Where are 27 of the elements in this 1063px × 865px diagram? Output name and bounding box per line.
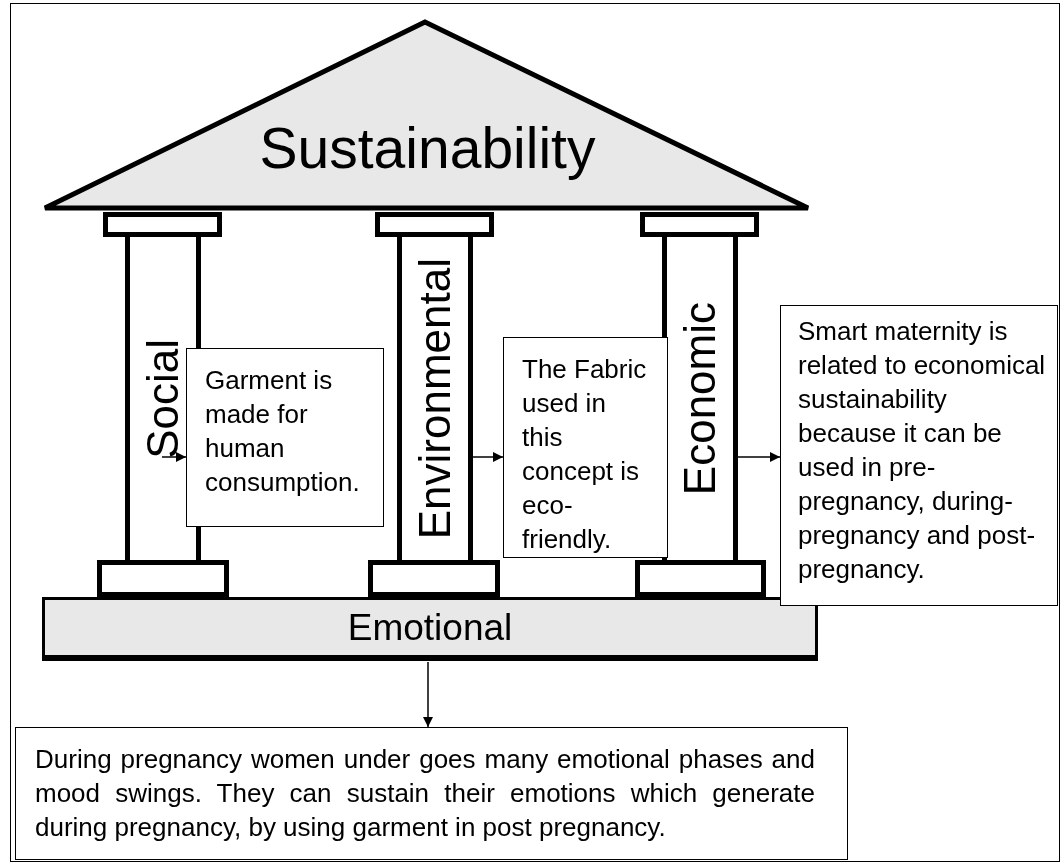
arrow <box>472 452 504 462</box>
arrow <box>423 661 433 728</box>
pillar-capital <box>103 212 222 237</box>
pillar-column <box>125 237 201 560</box>
pillar-label: Environmental <box>413 257 457 540</box>
pillar-base <box>97 560 229 597</box>
pillar-label: Social <box>141 338 185 459</box>
arrow <box>737 452 781 462</box>
text-box <box>503 337 668 558</box>
pillar-column <box>397 237 473 560</box>
pillar-column <box>662 237 738 560</box>
description-text: Smart maternity is related to economical sustainability because it can be used in pre-pregnancy, during-pregnancy and post-pregnancy. <box>798 315 1047 586</box>
description-text: Garment is made for human consumption. <box>205 364 361 499</box>
text-box <box>15 727 848 860</box>
text-box <box>186 348 384 527</box>
pillar-base <box>368 560 500 597</box>
plinth-label: Emotional <box>347 605 513 650</box>
text-box <box>780 305 1058 606</box>
pillar-capital <box>640 212 759 237</box>
description-text: The Fabric used in this concept is eco-friendly. <box>522 353 648 556</box>
description-text: During pregnancy women under goes many emotional phases and mood swings. They can sustain their emotions which generate during pregnancy, by using garment in post pregnancy. <box>35 743 815 844</box>
plinth-base <box>42 597 818 661</box>
roof-title: Sustainability <box>259 116 596 180</box>
pillar-label: Economic <box>678 301 722 496</box>
arrow <box>161 452 187 462</box>
pillar-base <box>635 560 766 597</box>
pillar-capital <box>375 212 494 237</box>
